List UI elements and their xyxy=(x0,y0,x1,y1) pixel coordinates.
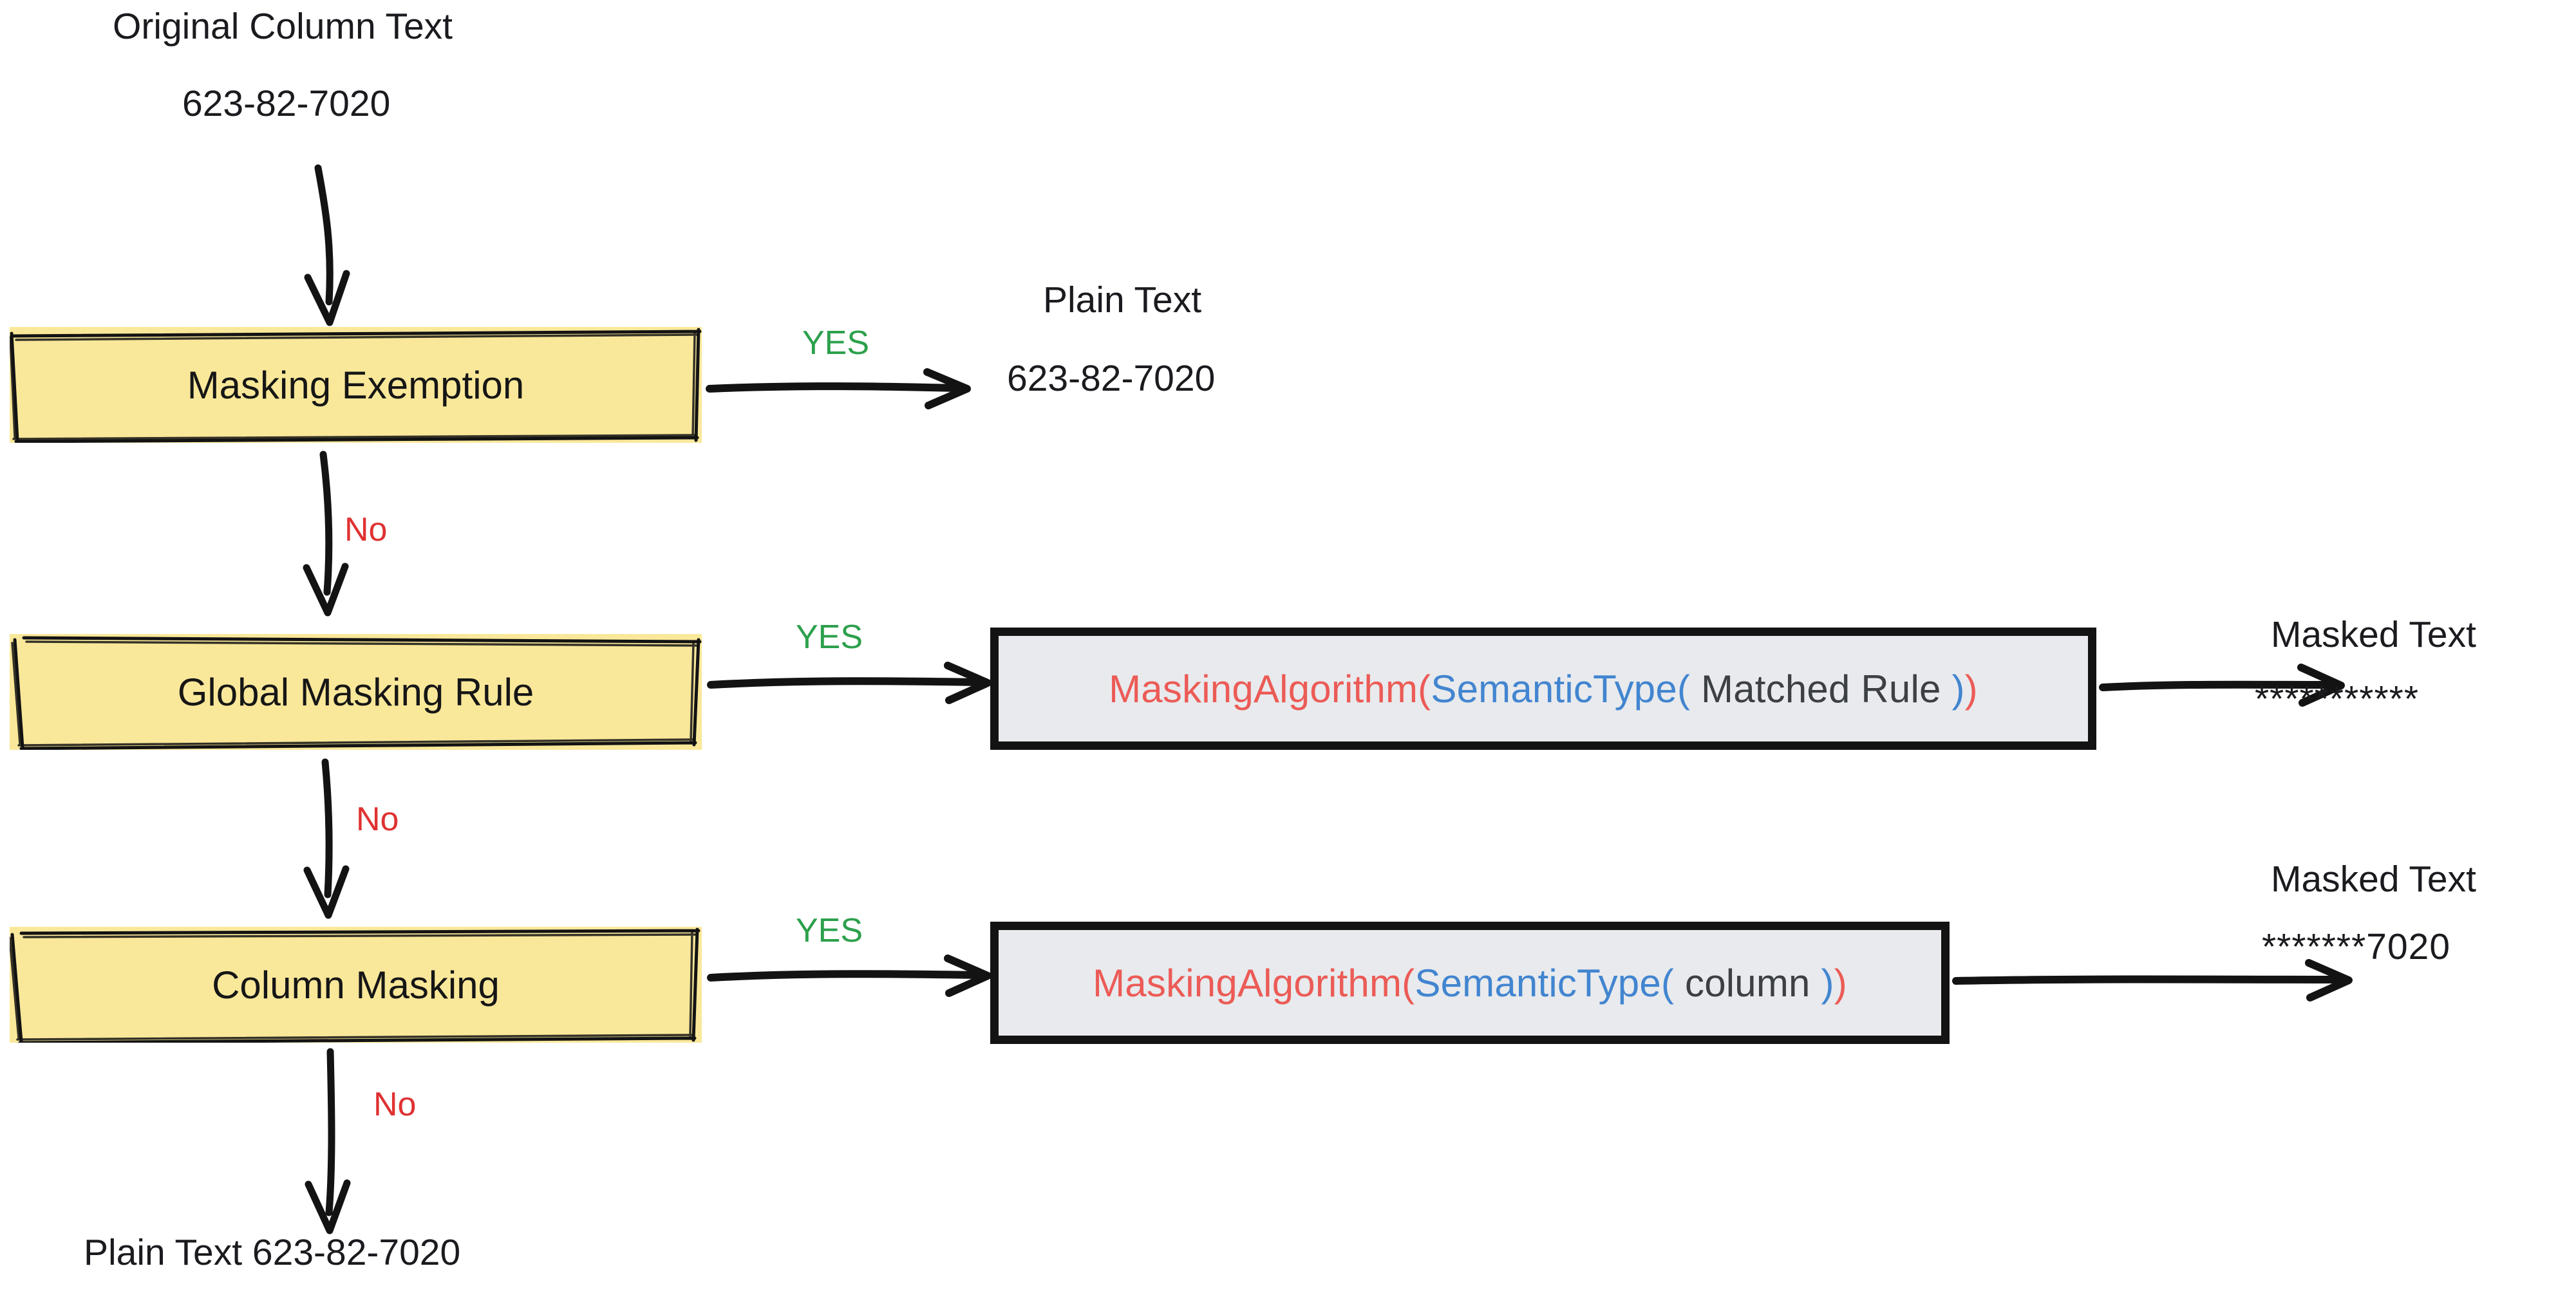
code-box-global-rule[interactable]: MaskingAlgorithm(SemanticType( Matched R… xyxy=(990,628,2096,750)
code-paren-open-fn: ( xyxy=(1418,667,1431,711)
arrow-original-to-exemption xyxy=(304,164,350,326)
code-expression-column: MaskingAlgorithm(SemanticType( column )) xyxy=(1093,961,1847,1005)
code-type-name: SemanticType xyxy=(1431,667,1677,711)
code-type-name: SemanticType xyxy=(1415,961,1661,1005)
output-exempt-head: Plain Text xyxy=(1043,279,1202,321)
arrow-column-code-to-output xyxy=(1952,959,2353,1001)
code-expression-global: MaskingAlgorithm(SemanticType( Matched R… xyxy=(1109,667,1978,711)
output-column-head: Masked Text xyxy=(2271,859,2476,900)
branch-label-no-global: No xyxy=(356,801,399,838)
branch-label-no-column: No xyxy=(373,1086,417,1123)
code-fn-name: MaskingAlgorithm xyxy=(1109,667,1418,711)
node-global-masking-rule-label: Global Masking Rule xyxy=(177,670,534,714)
code-box-column-masking[interactable]: MaskingAlgorithm(SemanticType( column )) xyxy=(990,922,1950,1044)
arrow-exemption-yes xyxy=(706,368,971,409)
code-paren-open-type: ( xyxy=(1660,961,1675,1005)
arrow-column-no xyxy=(305,1048,351,1234)
code-paren-close-type: ) xyxy=(1951,667,1965,711)
original-column-text-label: Original Column Text xyxy=(113,6,453,47)
output-global-head: Masked Text xyxy=(2271,614,2476,655)
branch-label-yes-column: YES xyxy=(796,912,863,949)
code-paren-open-type: ( xyxy=(1677,667,1691,711)
arrow-exemption-no xyxy=(303,451,349,617)
original-column-text-value: 623-82-7020 xyxy=(182,83,391,124)
code-paren-close-fn: ) xyxy=(1834,961,1847,1005)
arrow-global-no xyxy=(303,758,350,919)
arrow-global-code-to-output xyxy=(2099,664,2345,707)
output-global-value: *********** xyxy=(2255,678,2420,720)
branch-label-no-exemption: No xyxy=(344,511,388,548)
arrow-global-yes xyxy=(707,662,992,704)
output-column-value: *******7020 xyxy=(2262,926,2451,967)
code-paren-open-fn: ( xyxy=(1402,961,1415,1005)
branch-label-yes-exemption: YES xyxy=(802,324,870,362)
node-masking-exemption[interactable]: Masking Exemption xyxy=(10,327,702,443)
code-paren-close-fn: ) xyxy=(1964,667,1978,711)
code-arg: column xyxy=(1674,961,1821,1005)
arrow-column-yes xyxy=(707,955,992,997)
code-paren-close-type: ) xyxy=(1821,961,1834,1005)
code-fn-name: MaskingAlgorithm xyxy=(1093,961,1402,1005)
node-global-masking-rule[interactable]: Global Masking Rule xyxy=(10,634,702,750)
node-column-masking[interactable]: Column Masking xyxy=(10,927,702,1043)
output-fallthrough-plain-text: Plain Text 623-82-7020 xyxy=(84,1232,461,1273)
branch-label-yes-global: YES xyxy=(796,619,863,656)
node-column-masking-label: Column Masking xyxy=(212,963,500,1007)
output-exempt-value: 623-82-7020 xyxy=(1007,358,1216,399)
code-arg: Matched Rule xyxy=(1690,667,1952,711)
node-masking-exemption-label: Masking Exemption xyxy=(187,363,525,407)
